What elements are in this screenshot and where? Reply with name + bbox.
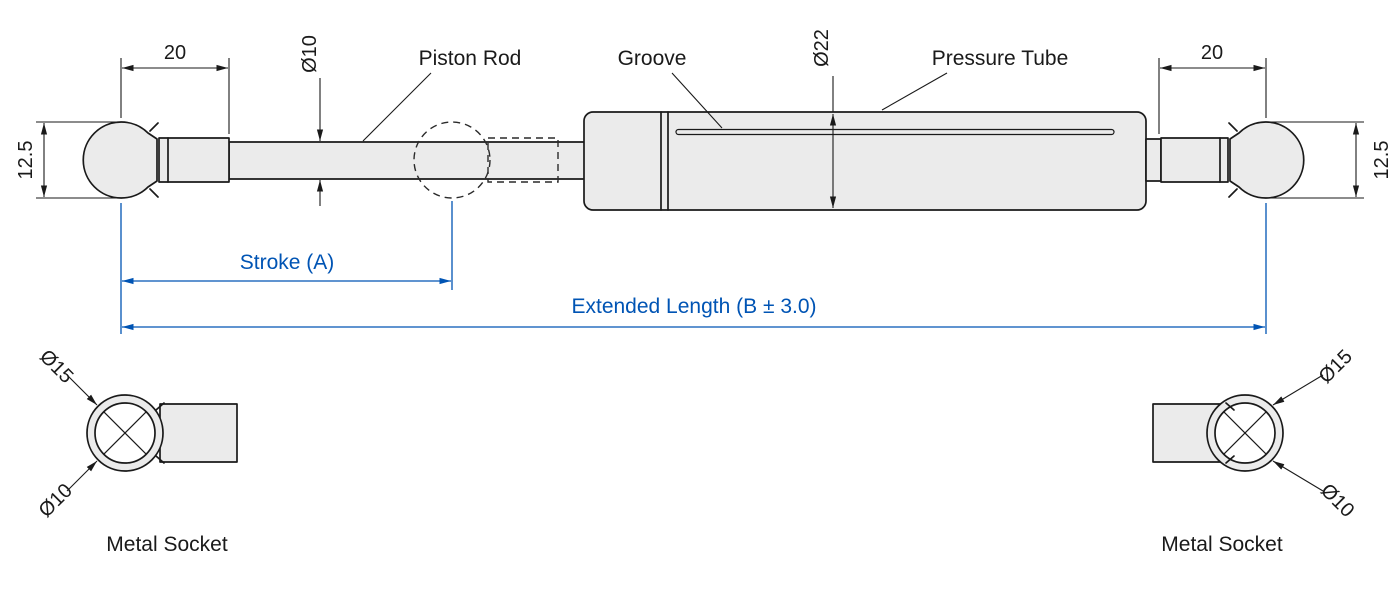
left-socket-clip (149, 122, 159, 198)
label-groove: Groove (618, 47, 723, 129)
piston-rod (228, 141, 586, 180)
dim-left-20: 20 (120, 42, 230, 134)
extended-length-dimension-label: Extended Length (B ± 3.0) (571, 295, 816, 318)
dim-tube-diameter: Ø22 (811, 29, 837, 208)
right-socket-cross (1223, 411, 1267, 455)
dim-rod-diameter-value: Ø10 (299, 35, 321, 73)
groove-slot (675, 128, 1115, 136)
dim-left-20-value: 20 (164, 42, 186, 64)
dim-right-20-value: 20 (1201, 42, 1223, 64)
dim-right-20: 20 (1158, 42, 1267, 134)
left-end-view-sleeve (159, 403, 238, 463)
left-end-view-clip (155, 402, 165, 464)
right-outer-dia-leader (1272, 374, 1324, 406)
dim-extended-length: Extended Length (B ± 3.0) (122, 295, 1265, 331)
left-sleeve (158, 137, 230, 183)
phantom-retracted-position (413, 121, 559, 199)
right-outer-dia-value: Ø15 (1315, 346, 1357, 388)
left-end-view: Ø15 Ø10 Metal Socket (35, 346, 238, 556)
left-outer-dia-leader (66, 374, 98, 406)
phantom-ball (413, 121, 491, 199)
left-socket-cross (103, 411, 147, 455)
dim-right-height: 12.5 (1269, 121, 1393, 199)
right-socket-clip (1228, 122, 1238, 198)
piston-rod-label: Piston Rod (419, 47, 522, 70)
left-ball-socket (82, 121, 158, 199)
phantom-sleeve (487, 137, 559, 183)
left-outer-dia-value: Ø15 (35, 346, 77, 388)
left-inner-dia-leader (66, 460, 98, 492)
groove-label: Groove (618, 47, 687, 70)
blue-dimensions: Stroke (A) Extended Length (B ± 3.0) (120, 201, 1267, 334)
right-end-view-clip (1225, 402, 1235, 464)
left-inner-dia-value: Ø10 (35, 480, 77, 522)
label-pressure-tube: Pressure Tube (881, 47, 1069, 111)
dim-tube-diameter-value: Ø22 (811, 29, 833, 67)
dim-right-height-value: 12.5 (1371, 141, 1393, 180)
label-piston-rod: Piston Rod (362, 47, 522, 142)
right-neck (1145, 138, 1162, 182)
dim-rod-diameter: Ø10 (299, 35, 324, 206)
right-ball-socket (1229, 121, 1305, 199)
pressure-tube-label: Pressure Tube (932, 47, 1069, 70)
side-view-assembly (82, 111, 1305, 211)
right-sleeve (1160, 137, 1229, 183)
dim-left-height: 12.5 (15, 121, 118, 199)
right-end-view: Ø15 Ø10 Metal Socket (1152, 346, 1358, 556)
dim-stroke: Stroke (A) (122, 251, 451, 285)
right-metal-socket-caption: Metal Socket (1161, 533, 1283, 556)
right-inner-dia-value: Ø10 (1316, 480, 1358, 522)
black-dimensions: 20 Ø10 Piston Rod Groove Ø22 Press (15, 29, 1393, 208)
dim-left-height-value: 12.5 (15, 141, 37, 180)
stroke-dimension-label: Stroke (A) (240, 251, 335, 274)
right-inner-dia-leader (1272, 460, 1324, 492)
left-metal-socket-caption: Metal Socket (106, 533, 228, 556)
